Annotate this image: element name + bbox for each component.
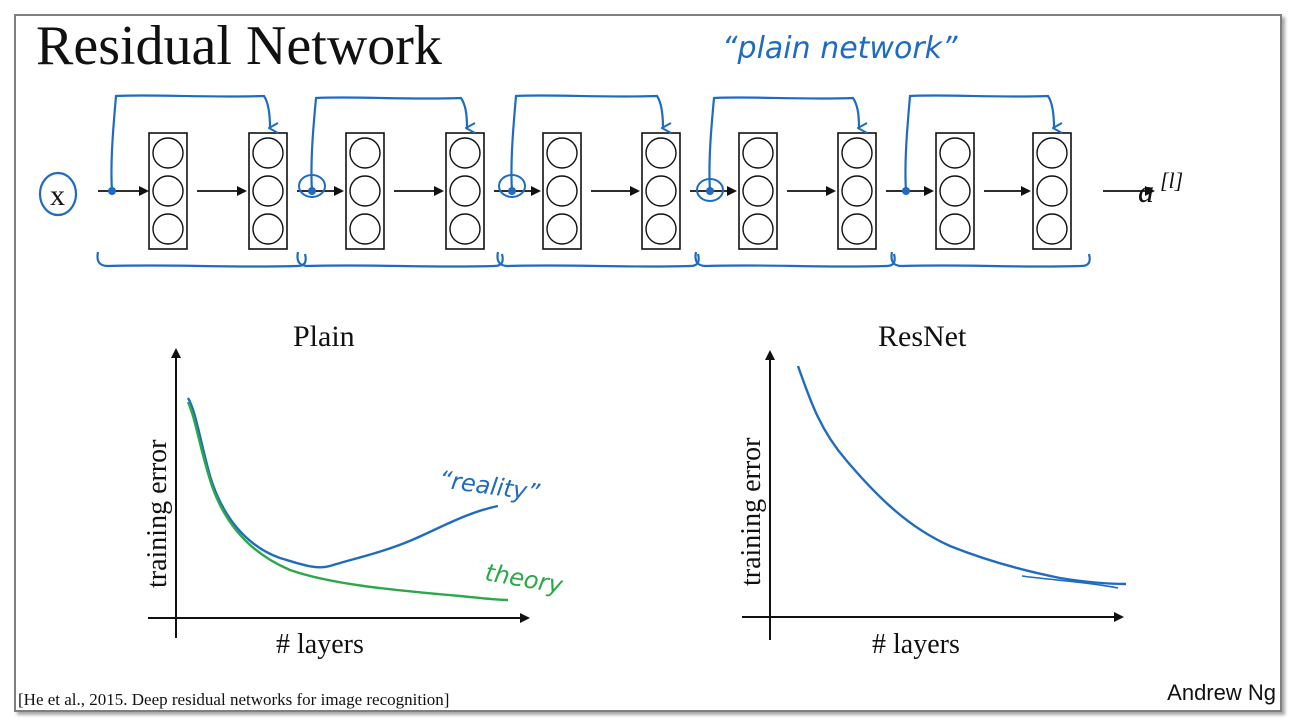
citation: [He et al., 2015. Deep residual networks… bbox=[18, 690, 450, 709]
plain-y-axis-label: training error bbox=[142, 439, 173, 588]
neuron bbox=[152, 175, 184, 207]
plain-chart: Plain training error # layers “reality” … bbox=[142, 320, 566, 660]
theory-annotation: theory bbox=[483, 558, 566, 599]
neuron bbox=[645, 213, 677, 245]
neuron bbox=[449, 213, 481, 245]
skip-start-circle bbox=[298, 174, 326, 198]
neuron bbox=[1036, 137, 1068, 169]
skip-connection-start bbox=[902, 187, 910, 195]
skip-start-circle bbox=[498, 174, 526, 198]
output-label-base: a bbox=[1138, 173, 1154, 209]
neuron bbox=[252, 137, 284, 169]
neuron bbox=[742, 213, 774, 245]
resnet-chart: ResNet training error # layers bbox=[736, 320, 1127, 660]
residual-block-bracket bbox=[694, 251, 896, 268]
neuron bbox=[546, 175, 578, 207]
neuron bbox=[939, 213, 971, 245]
skip-connection bbox=[310, 96, 467, 192]
skip-connection bbox=[510, 94, 663, 192]
neuron bbox=[252, 213, 284, 245]
skip-connection bbox=[708, 96, 859, 192]
input-label: x bbox=[50, 179, 65, 212]
neuron bbox=[152, 137, 184, 169]
neuron bbox=[349, 213, 381, 245]
resnet-y-axis-label: training error bbox=[736, 437, 767, 586]
skip-start-circle bbox=[696, 178, 724, 202]
plain-reality-curve bbox=[186, 397, 499, 569]
author-credit: Andrew Ng bbox=[1167, 680, 1276, 705]
neuron bbox=[742, 175, 774, 207]
resnet-chart-title: ResNet bbox=[878, 320, 967, 353]
reality-annotation: “reality” bbox=[437, 465, 542, 507]
neuron bbox=[939, 175, 971, 207]
network-diagram bbox=[96, 94, 1155, 268]
input-node: x bbox=[38, 171, 78, 217]
slide-title: Residual Network bbox=[36, 15, 442, 77]
residual-block-bracket bbox=[96, 251, 307, 268]
neuron bbox=[841, 175, 873, 207]
neuron bbox=[449, 175, 481, 207]
neuron bbox=[546, 213, 578, 245]
plain-network-annotation: “plain network” bbox=[722, 31, 958, 66]
input-circle bbox=[38, 171, 78, 217]
residual-block-bracket bbox=[296, 251, 504, 268]
plain-theory-curve bbox=[186, 401, 509, 602]
resnet-x-axis-label: # layers bbox=[872, 629, 960, 660]
neuron bbox=[349, 175, 381, 207]
neuron bbox=[252, 175, 284, 207]
skip-connection-start bbox=[508, 187, 516, 195]
skip-connection-start bbox=[706, 187, 714, 195]
slide-frame bbox=[14, 14, 1282, 712]
neuron bbox=[742, 137, 774, 169]
skip-connection-start bbox=[308, 187, 316, 195]
resnet-curve-overlap bbox=[1021, 575, 1119, 589]
resnet-curve bbox=[796, 365, 1127, 586]
neuron bbox=[841, 213, 873, 245]
neuron bbox=[1036, 175, 1068, 207]
neuron bbox=[939, 137, 971, 169]
neuron bbox=[349, 137, 381, 169]
neuron bbox=[645, 137, 677, 169]
output-label-superscript: [l] bbox=[1160, 168, 1183, 193]
neuron bbox=[546, 137, 578, 169]
skip-connection-start bbox=[108, 187, 116, 195]
skip-connection bbox=[110, 94, 270, 192]
residual-block-bracket bbox=[890, 251, 1091, 268]
neuron bbox=[645, 175, 677, 207]
neuron bbox=[841, 137, 873, 169]
plain-x-axis-label: # layers bbox=[276, 629, 364, 660]
neuron bbox=[449, 137, 481, 169]
plain-chart-title: Plain bbox=[293, 320, 355, 353]
skip-connection bbox=[904, 94, 1054, 192]
residual-block-bracket bbox=[496, 251, 700, 268]
output-label: a [l] bbox=[1138, 168, 1183, 209]
neuron bbox=[152, 213, 184, 245]
neuron bbox=[1036, 213, 1068, 245]
